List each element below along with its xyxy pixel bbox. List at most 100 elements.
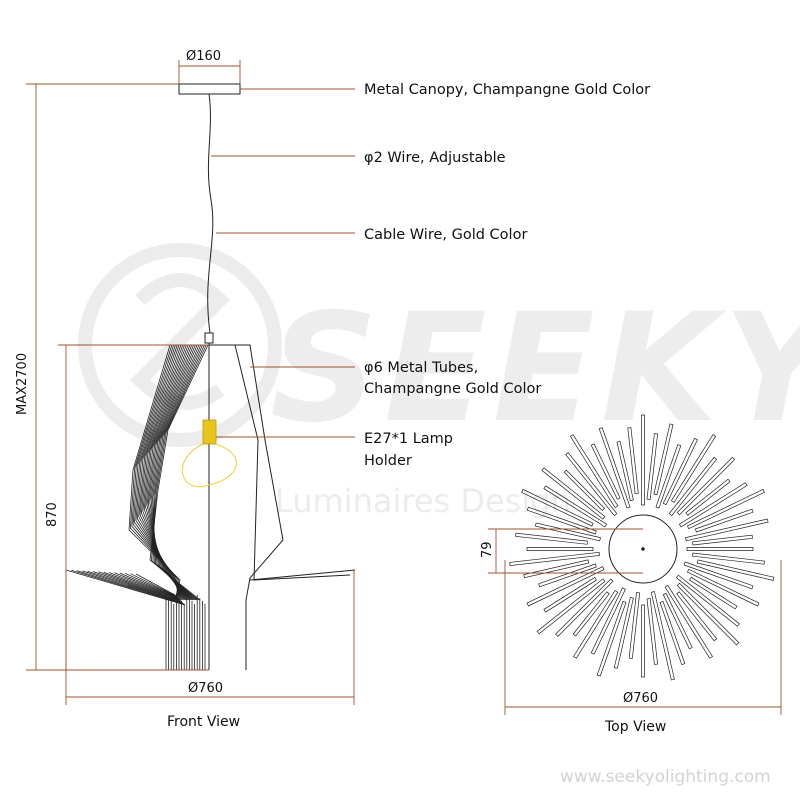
top-view-tube [676, 582, 740, 646]
top-view-tube [692, 552, 765, 565]
watermark: SEEKYO Luminaires Design www.seekyolight… [78, 243, 800, 787]
top-view-tube [536, 578, 606, 635]
top-view-tube [616, 440, 634, 502]
top-view-tube [676, 591, 718, 642]
top-view-tube [646, 598, 658, 665]
fan-tube [92, 571, 182, 602]
left-tube [136, 344, 183, 601]
bulb-outline [181, 443, 237, 488]
top-view-tube [659, 600, 686, 666]
front-view-drawing [65, 83, 356, 670]
top-view-tube [613, 596, 634, 669]
top-view-tube [678, 482, 748, 528]
top-view-tube [590, 443, 621, 500]
left-tube-bundle [128, 344, 209, 601]
top-view-tube [641, 604, 645, 678]
top-view-tube [686, 488, 765, 530]
top-view-tube [573, 590, 619, 659]
top-view-tube [565, 452, 618, 517]
top-view-tube [628, 592, 641, 659]
top-view-tube [689, 576, 738, 610]
body-height-label: 870 [45, 502, 60, 527]
fan-tube [65, 569, 186, 606]
top-view-canopy [608, 514, 678, 584]
left-tube [131, 344, 178, 601]
top-view-tube [569, 434, 619, 508]
top-view-tube [676, 456, 736, 516]
top-view-tube [655, 444, 682, 509]
top-view-tube [543, 485, 608, 528]
top-view-tube [627, 427, 639, 494]
right-tube-arm [234, 344, 351, 581]
top-view-tube [694, 508, 754, 533]
fan-tube [82, 570, 183, 604]
top-width-label: Ø760 [623, 691, 658, 706]
top-view-tube [563, 469, 605, 511]
callout-holder-line1: E27*1 Lamp [364, 431, 453, 447]
bottom-tube-bundle [165, 595, 206, 670]
top-view-tube [596, 600, 627, 677]
lamp-holder [202, 419, 217, 445]
fan-tube [103, 571, 180, 600]
front-width-label: Ø760 [188, 681, 223, 696]
top-view-tube [686, 547, 754, 551]
callouts: Metal Canopy, Champangne Gold Color φ2 W… [211, 82, 650, 469]
top-view-tube [668, 456, 718, 517]
top-view-tube [526, 547, 594, 551]
fan-tube [130, 573, 176, 597]
top-view-tube [670, 434, 717, 503]
top-view-tube [523, 559, 590, 579]
top-view-tube [685, 478, 731, 516]
left-tube [132, 344, 179, 601]
top-view-dimensions: 79 Ø760 Top View [480, 528, 782, 735]
top-canopy-label: 79 [480, 541, 495, 558]
fan-tube [119, 572, 178, 598]
top-view-tube [653, 423, 674, 496]
canopy-diameter-label: Ø160 [186, 49, 221, 64]
fan-tube [98, 571, 181, 601]
metal-canopy [178, 83, 241, 95]
fan-tube [71, 569, 185, 605]
callout-tubes-line2: Champangne Gold Color [364, 381, 541, 397]
fan-tube [114, 572, 179, 599]
top-view-tube [686, 568, 760, 607]
top-view-tube [641, 414, 645, 506]
left-fan-tubes [65, 569, 186, 606]
callout-wire: φ2 Wire, Adjustable [364, 150, 506, 166]
top-view-tube [683, 561, 754, 590]
top-view-tube [598, 427, 631, 509]
top-view-tube [526, 566, 605, 607]
watermark-brand: SEEKYO [270, 282, 800, 456]
front-view-dimensions: Ø160 MAX2700 870 Ø760 Front View [15, 49, 355, 730]
left-tube [134, 344, 181, 601]
callout-tubes-line1: φ6 Metal Tubes, [364, 360, 478, 376]
top-view-tube [646, 433, 658, 500]
top-view-tube [590, 587, 626, 655]
left-tube [128, 344, 181, 601]
top-view-tube [521, 488, 594, 527]
cable-wire [207, 93, 214, 334]
callout-holder-line2: Holder [364, 453, 412, 469]
watermark-tagline: Luminaires Design [275, 482, 571, 520]
top-view-tube [662, 592, 693, 650]
fan-tube [108, 572, 179, 600]
front-view-caption: Front View [167, 714, 240, 730]
top-view-tube [543, 576, 597, 613]
watermark-url: www.seekyolighting.com [560, 767, 771, 787]
callout-cable: Cable Wire, Gold Color [364, 227, 527, 243]
max-height-label: MAX2700 [15, 353, 30, 415]
top-view-center-point [641, 547, 645, 551]
fan-tube [125, 573, 177, 597]
top-view-tube [526, 506, 597, 535]
top-view-tube [572, 591, 610, 637]
top-view-caption: Top View [604, 719, 666, 735]
top-view-tube [692, 534, 753, 546]
top-view-tube [534, 522, 601, 542]
top-view-tube [538, 563, 597, 588]
top-view-tube [664, 584, 713, 659]
top-view-tube [509, 551, 600, 566]
top-view-tube [662, 437, 698, 506]
right-tube-outline [209, 344, 284, 670]
callout-canopy: Metal Canopy, Champangne Gold Color [364, 82, 650, 98]
